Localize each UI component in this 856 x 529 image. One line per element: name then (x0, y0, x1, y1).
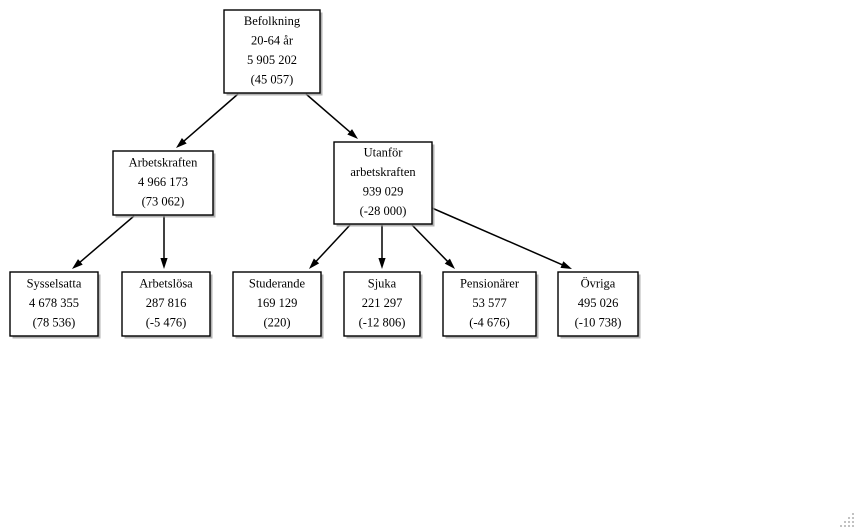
grip-dot (852, 525, 854, 527)
window-resize-grip[interactable] (837, 510, 855, 528)
grip-dot (852, 521, 854, 523)
node-arbetskraften[interactable]: Arbetskraften 4 966 173 (73 062) (112, 150, 216, 218)
node-value: 495 026 (578, 296, 619, 310)
node-label: Utanför (364, 146, 404, 160)
node-change: (-4 676) (469, 315, 510, 329)
node-change: (78 536) (33, 315, 76, 329)
node-value: 939 029 (363, 185, 404, 199)
node-label: Studerande (249, 276, 306, 290)
edge-utanfor-arbetskraften-to-sjuka (378, 225, 386, 269)
node-value: 4 678 355 (29, 296, 79, 310)
edge-befolkning-to-utanfor-arbetskraften (305, 93, 358, 139)
node-label: Arbetslösa (139, 276, 193, 290)
node-border (343, 271, 421, 337)
edge-line (314, 224, 351, 263)
node-value: 53 577 (472, 296, 506, 310)
node-label: Arbetskraften (129, 155, 198, 169)
edge-arrowhead (160, 258, 168, 269)
node-ovriga[interactable]: Övriga 495 026 (-10 738) (557, 271, 641, 339)
node-change: (-12 806) (359, 315, 406, 329)
node-change: (-10 738) (575, 315, 622, 329)
edge-layer (72, 93, 572, 269)
grip-dot (840, 525, 842, 527)
node-border (9, 271, 99, 337)
node-change: (-28 000) (360, 204, 407, 218)
node-sublabel: 20-64 år (251, 34, 294, 48)
node-sysselsatta[interactable]: Sysselsatta 4 678 355 (78 536) (9, 271, 101, 339)
node-border (232, 271, 322, 337)
node-arbetslosa[interactable]: Arbetslösa 287 816 (-5 476) (121, 271, 213, 339)
edge-arrowhead (309, 258, 320, 269)
node-value: 287 816 (146, 296, 187, 310)
edge-line (78, 215, 135, 264)
node-change: (45 057) (251, 73, 294, 87)
edge-arrowhead (378, 258, 386, 269)
grip-dot (848, 521, 850, 523)
node-sjuka[interactable]: Sjuka 221 297 (-12 806) (343, 271, 423, 339)
edge-line (305, 93, 352, 134)
grip-dot (848, 525, 850, 527)
grip-dot (852, 513, 854, 515)
node-change: (73 062) (142, 194, 185, 208)
node-border (112, 150, 214, 216)
edge-line (431, 207, 565, 267)
grip-dot (848, 517, 850, 519)
node-border (557, 271, 639, 337)
grip-dot (844, 525, 846, 527)
edge-arrowhead (176, 138, 187, 148)
edge-utanfor-arbetskraften-to-pensionarer (411, 224, 455, 269)
node-change: (-5 476) (146, 315, 187, 329)
edge-utanfor-arbetskraften-to-ovriga (431, 207, 572, 269)
node-value: 221 297 (362, 296, 403, 310)
edge-arbetskraften-to-sysselsatta (72, 215, 135, 269)
node-value: 4 966 173 (138, 175, 188, 189)
node-label: Sysselsatta (27, 276, 82, 290)
node-studerande[interactable]: Studerande 169 129 (220) (232, 271, 324, 339)
edge-line (182, 93, 239, 143)
node-value: 5 905 202 (247, 53, 297, 67)
node-utanfor-arbetskraften[interactable]: Utanför arbetskraften 939 029 (-28 000) (333, 141, 435, 227)
node-change: (220) (263, 315, 290, 329)
edge-arrowhead (347, 129, 358, 139)
node-sublabel: arbetskraften (350, 165, 416, 179)
node-label: Befolkning (244, 14, 301, 28)
node-label: Pensionärer (460, 276, 520, 290)
node-label: Övriga (581, 276, 616, 290)
node-border (223, 9, 321, 94)
node-border (442, 271, 537, 337)
node-border (121, 271, 211, 337)
edge-arrowhead (444, 258, 455, 269)
edge-arbetskraften-to-arbetslosa (160, 216, 168, 269)
node-value: 169 129 (257, 296, 298, 310)
node-pensionarer[interactable]: Pensionärer 53 577 (-4 676) (442, 271, 539, 339)
edge-utanfor-arbetskraften-to-studerande (309, 224, 351, 269)
node-label: Sjuka (368, 276, 397, 290)
node-border (333, 141, 433, 225)
grip-dot (844, 521, 846, 523)
grip-dot (852, 517, 854, 519)
node-befolkning[interactable]: Befolkning 20-64 år 5 905 202 (45 057) (223, 9, 323, 96)
edge-befolkning-to-arbetskraften (176, 93, 239, 148)
edge-arrowhead (72, 259, 83, 269)
edge-arrowhead (560, 261, 572, 269)
edge-line (411, 224, 450, 264)
